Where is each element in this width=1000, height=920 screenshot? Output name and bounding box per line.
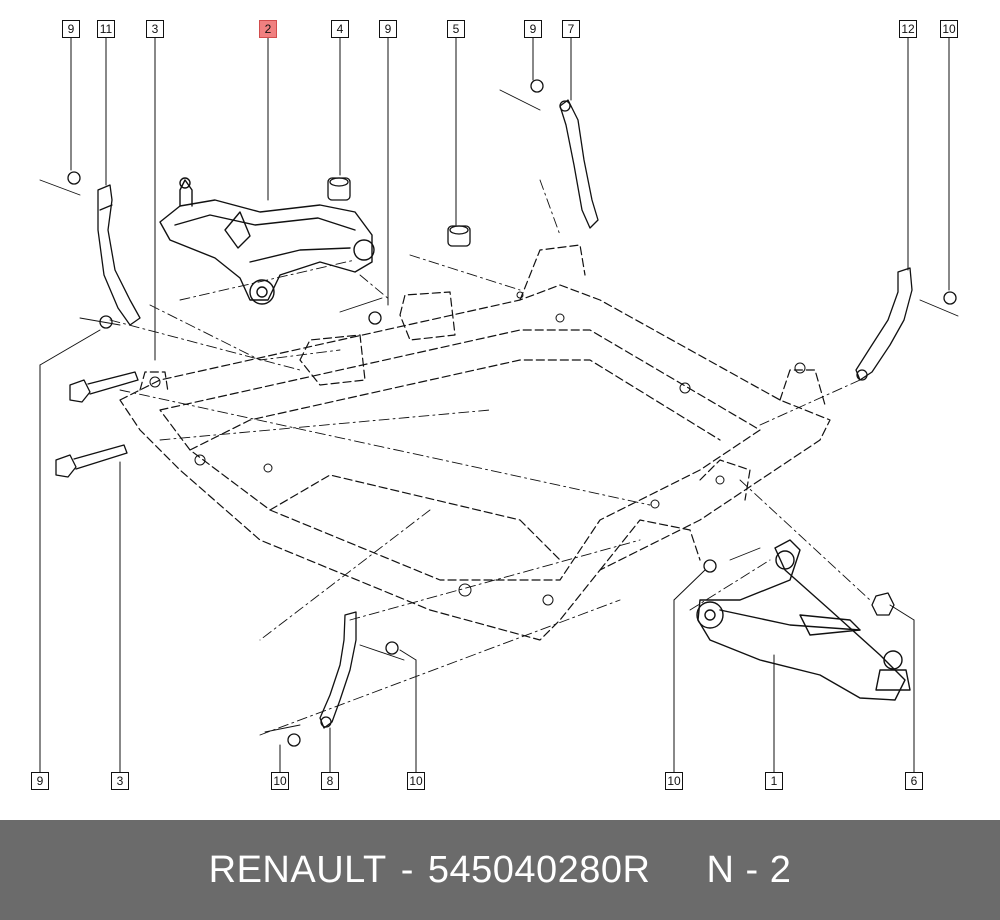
callout-9-top-right: 9 xyxy=(524,20,542,38)
control-arm-left xyxy=(159,177,375,305)
fasteners xyxy=(67,79,957,747)
callout-6: 6 xyxy=(905,772,923,790)
callout-10-bottom-right: 10 xyxy=(665,772,683,790)
callout-4: 4 xyxy=(331,20,349,38)
callout-10-bottom-left: 10 xyxy=(271,772,289,790)
part-number: 545040280R xyxy=(427,848,651,891)
axis-marks xyxy=(39,89,959,733)
subframe-holes xyxy=(149,291,806,606)
exploded-parts-diagram xyxy=(39,37,959,773)
ball-joint-nut xyxy=(871,592,895,616)
callout-9-top-center: 9 xyxy=(379,20,397,38)
callout-9-top-left: 9 xyxy=(62,20,80,38)
callout-2-highlighted: 2 xyxy=(259,20,277,38)
bushing-5 xyxy=(447,225,471,247)
bolt-upper xyxy=(69,371,139,403)
callout-11: 11 xyxy=(97,20,115,38)
leader-lines xyxy=(39,37,950,773)
callout-10-bottom-center: 10 xyxy=(407,772,425,790)
callout-3-top: 3 xyxy=(146,20,164,38)
assembly-lines xyxy=(109,179,871,736)
link-8 xyxy=(319,611,357,729)
callout-7: 7 xyxy=(562,20,580,38)
brand-name: RENAULT xyxy=(208,848,387,891)
page-indicator: N - 2 xyxy=(706,848,792,891)
callout-12: 12 xyxy=(899,20,917,38)
bolt-lower xyxy=(55,444,128,478)
callout-10-top-right: 10 xyxy=(940,20,958,38)
footer-separator: - xyxy=(400,848,414,891)
link-12 xyxy=(855,267,913,381)
control-arm-right xyxy=(696,539,911,701)
callout-1: 1 xyxy=(765,772,783,790)
link-7 xyxy=(559,99,599,229)
bracket-11 xyxy=(97,184,141,326)
callout-8: 8 xyxy=(321,772,339,790)
bushing-4 xyxy=(327,177,351,201)
callout-9-bottom: 9 xyxy=(31,772,49,790)
footer-banner: RENAULT - 545040280R N - 2 xyxy=(0,820,1000,920)
callout-3-bottom: 3 xyxy=(111,772,129,790)
subframe xyxy=(119,244,831,641)
callout-5: 5 xyxy=(447,20,465,38)
